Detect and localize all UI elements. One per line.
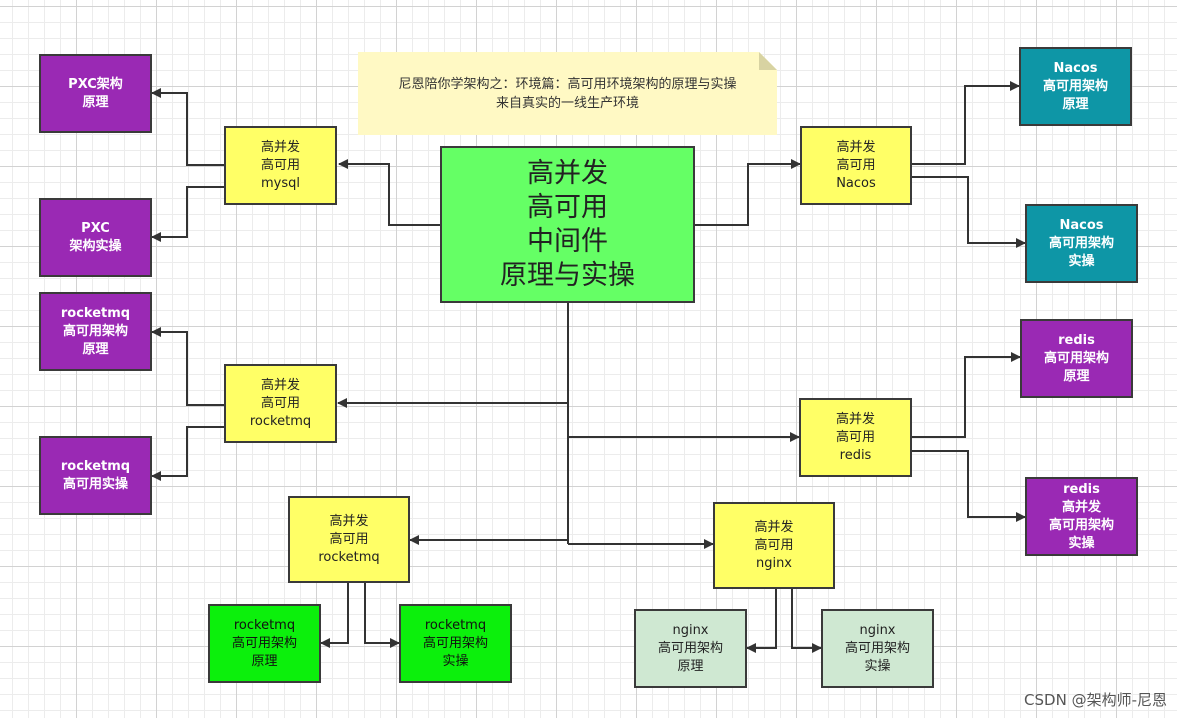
nginx-principle-label: nginx 高可用架构 原理	[657, 622, 723, 674]
redis-principle-node[interactable]: redis 高可用架构 原理	[1020, 319, 1133, 398]
rocketmq-node-label: 高并发 高可用 rocketmq	[249, 377, 312, 429]
rocketmq-practice-green-label: rocketmq 高可用架构 实操	[422, 617, 488, 669]
pxc-practice-label: PXC 架构实操	[69, 220, 122, 254]
pxc-practice-node[interactable]: PXC 架构实操	[39, 198, 152, 277]
nacos-principle-label: Nacos 高可用架构 原理	[1042, 60, 1108, 112]
redis-node[interactable]: 高并发 高可用 redis	[799, 398, 912, 477]
redis-practice-label: redis 高并发 高可用架构 实操	[1048, 481, 1114, 551]
edge-mysql-pxc-principle	[151, 88, 224, 166]
edge-nginx-principle	[746, 589, 777, 653]
rocketmq-principle-green-node[interactable]: rocketmq 高可用架构 原理	[208, 604, 321, 683]
nacos-principle-node[interactable]: Nacos 高可用架构 原理	[1019, 47, 1132, 126]
rocketmq-practice-green-node[interactable]: rocketmq 高可用架构 实操	[399, 604, 512, 683]
edge-rocketmq2-practice	[364, 583, 400, 648]
rocketmq-second-label: 高并发 高可用 rocketmq	[318, 513, 380, 565]
redis-practice-node[interactable]: redis 高并发 高可用架构 实操	[1025, 477, 1138, 556]
edge-mysql-pxc-practice	[151, 186, 224, 242]
edge-rocketmq-practice	[151, 426, 224, 481]
nginx-node[interactable]: 高并发 高可用 nginx	[713, 502, 835, 589]
edge-nginx-practice	[791, 589, 822, 653]
nginx-practice-node[interactable]: nginx 高可用架构 实操	[821, 609, 934, 688]
edge-redis-practice	[912, 450, 1026, 522]
redis-node-label: 高并发 高可用 redis	[835, 411, 875, 463]
rocketmq-practice-label: rocketmq 高可用实操	[60, 458, 131, 492]
rocketmq-principle-label: rocketmq 高可用架构 原理	[60, 305, 131, 357]
note-line-1: 尼恩陪你学架构之：环境篇：高可用环境架构的原理与实操	[398, 76, 737, 92]
edge-center-mysql	[338, 159, 440, 226]
edge-redis-principle	[912, 352, 1021, 438]
edge-nacos-practice	[912, 176, 1026, 248]
edge-center-nacos	[695, 159, 801, 226]
csdn-watermark: CSDN @架构师-尼恩	[1024, 691, 1167, 709]
nacos-practice-label: Nacos 高可用架构 实操	[1048, 217, 1114, 269]
rocketmq-principle-node[interactable]: rocketmq 高可用架构 原理	[39, 292, 152, 371]
note-line-2: 来自真实的一线生产环境	[495, 95, 639, 111]
rocketmq-second-node[interactable]: 高并发 高可用 rocketmq	[288, 496, 410, 583]
nacos-practice-node[interactable]: Nacos 高可用架构 实操	[1025, 204, 1138, 283]
rocketmq-principle-green-label: rocketmq 高可用架构 原理	[231, 617, 297, 669]
edge-nacos-principle	[912, 81, 1020, 165]
center-node-label: 高并发 高可用 中间件 原理与实操	[500, 157, 635, 291]
rocketmq-practice-node[interactable]: rocketmq 高可用实操	[39, 436, 152, 515]
nacos-node-label: 高并发 高可用 Nacos	[836, 139, 876, 191]
mysql-node-label: 高并发 高可用 mysql	[260, 139, 300, 191]
nginx-principle-node[interactable]: nginx 高可用架构 原理	[634, 609, 747, 688]
rocketmq-node[interactable]: 高并发 高可用 rocketmq	[224, 364, 337, 443]
center-node[interactable]: 高并发 高可用 中间件 原理与实操	[440, 146, 695, 303]
edge-rocketmq2-principle	[320, 583, 349, 648]
edge-rocketmq-principle	[151, 327, 224, 406]
redis-principle-label: redis 高可用架构 原理	[1043, 332, 1109, 384]
pxc-principle-label: PXC架构 原理	[68, 76, 123, 110]
mysql-node[interactable]: 高并发 高可用 mysql	[224, 126, 337, 205]
nginx-practice-label: nginx 高可用架构 实操	[844, 622, 910, 674]
nginx-node-label: 高并发 高可用 nginx	[754, 519, 794, 571]
pxc-principle-node[interactable]: PXC架构 原理	[39, 54, 152, 133]
nacos-node[interactable]: 高并发 高可用 Nacos	[800, 126, 912, 205]
title-note: 尼恩陪你学架构之：环境篇：高可用环境架构的原理与实操 来自真实的一线生产环境	[358, 52, 777, 135]
